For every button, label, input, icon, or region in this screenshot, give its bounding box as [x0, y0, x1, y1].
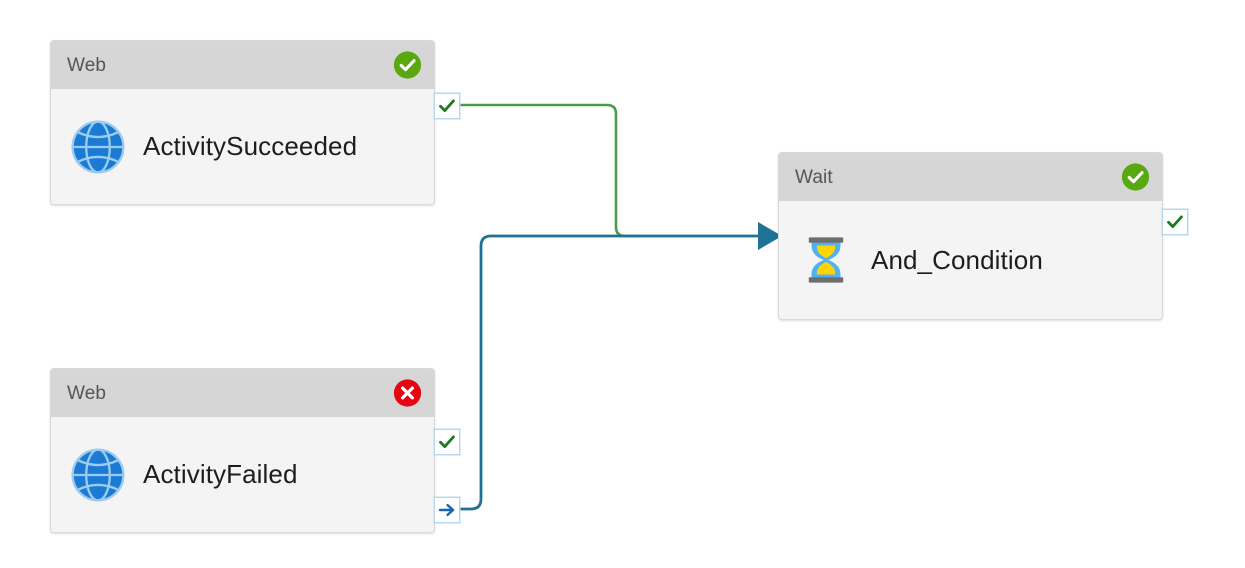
node-header: Web [51, 369, 434, 417]
node-body: ActivitySucceeded [51, 89, 434, 204]
activity-node-activity-failed[interactable]: Web ActivityFailed [50, 368, 460, 533]
node-body: And_Condition [779, 201, 1162, 319]
activity-node-and-condition[interactable]: Wait And_Condition [778, 152, 1188, 320]
node-label: And_Condition [871, 244, 1043, 275]
check-icon [439, 435, 455, 448]
check-circle-icon [1121, 163, 1150, 191]
hourglass-icon [808, 237, 844, 283]
port-out-success[interactable] [434, 429, 460, 455]
node-title: Web [67, 54, 107, 76]
check-icon [439, 99, 455, 112]
activity-node-activity-succeeded[interactable]: Web ActivitySucceeded [50, 40, 460, 205]
port-out-error[interactable] [434, 497, 460, 523]
globe-icon [71, 447, 125, 502]
node-title: Web [67, 382, 107, 404]
check-icon [1167, 215, 1183, 228]
connector-succeeded-to-wait [458, 103, 640, 238]
arrow-right-icon [438, 503, 455, 517]
node-header: Web [51, 41, 434, 89]
error-circle-icon [393, 379, 422, 407]
node-body: ActivityFailed [51, 417, 434, 532]
check-circle-icon [393, 51, 422, 79]
connector-failed-to-wait [458, 234, 762, 511]
node-label: ActivityFailed [143, 459, 298, 489]
node-header: Wait [779, 153, 1162, 201]
port-out-success[interactable] [1162, 209, 1188, 235]
port-out-success[interactable] [434, 93, 460, 119]
globe-icon [71, 119, 125, 174]
node-title: Wait [795, 166, 833, 188]
node-label: ActivitySucceeded [143, 131, 358, 161]
